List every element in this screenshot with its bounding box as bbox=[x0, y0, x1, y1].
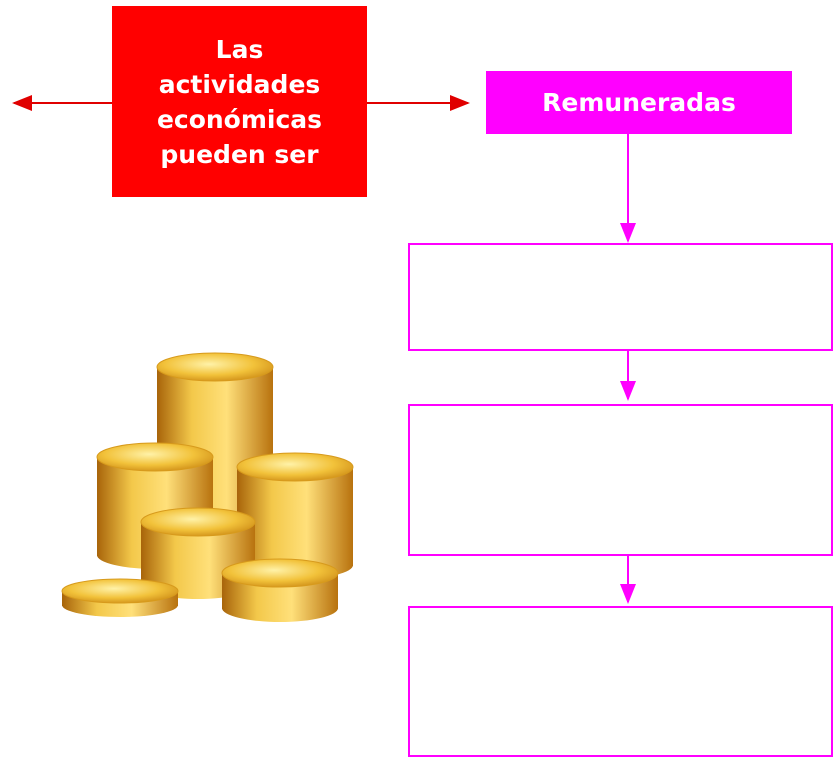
coin-stack-small-left bbox=[61, 578, 179, 617]
root-node: Las actividades económicas pueden ser bbox=[112, 6, 367, 197]
coin-stack-small-right bbox=[221, 558, 339, 622]
gold-coins-illustration bbox=[61, 352, 354, 622]
root-label: Las actividades económicas pueden ser bbox=[156, 34, 323, 169]
answer-box-2[interactable] bbox=[408, 404, 833, 556]
answer-box-3[interactable] bbox=[408, 606, 833, 757]
branch-label: Remuneradas bbox=[542, 88, 736, 117]
coin-stack-right bbox=[236, 452, 354, 579]
answer-box-1[interactable] bbox=[408, 243, 833, 351]
branch-remuneradas: Remuneradas bbox=[486, 71, 792, 134]
